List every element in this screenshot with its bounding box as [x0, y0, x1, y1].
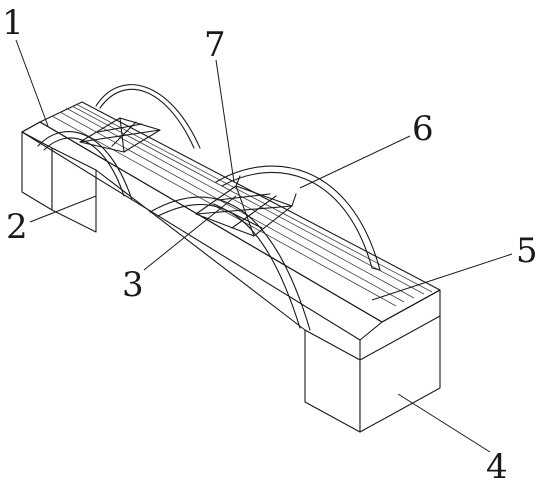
leader-lines — [15, 39, 513, 453]
cross-bracing — [79, 117, 297, 237]
callout-4: 4 — [486, 447, 508, 482]
callout-7: 7 — [204, 25, 226, 65]
far-arch — [95, 84, 381, 271]
callout-6: 6 — [412, 109, 434, 149]
callout-5: 5 — [516, 231, 538, 271]
callout-2: 2 — [6, 207, 28, 247]
bridge-deck — [21, 101, 441, 361]
callout-3: 3 — [122, 265, 144, 305]
callout-labels: 1 2 3 4 5 6 7 — [2, 3, 538, 482]
callout-1: 1 — [2, 3, 24, 43]
left-abutment — [21, 121, 97, 233]
